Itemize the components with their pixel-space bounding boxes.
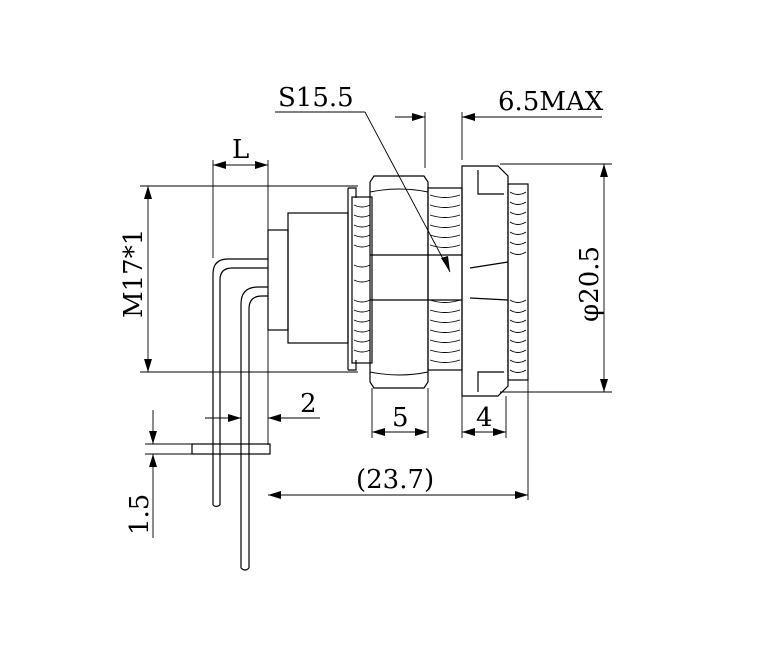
pin-offset-label: 2: [300, 389, 317, 419]
flange-width-label: 4: [476, 403, 493, 433]
total-length-label: (23.7): [356, 465, 434, 495]
mid-thread: [427, 187, 463, 371]
dim-pin-length: L: [212, 135, 269, 258]
pins: [212, 258, 268, 571]
dim-pin-offset: 2: [205, 330, 320, 445]
thickness-label: 1.5: [125, 494, 155, 535]
panel-plate: [191, 443, 271, 455]
thread-label: M17*1: [119, 229, 149, 318]
dim-nut-width: 5: [371, 388, 429, 438]
hex-nut: [369, 175, 429, 389]
front-thread: [507, 183, 529, 381]
rear-body: [267, 187, 357, 371]
diameter-label: φ20.5: [575, 246, 605, 322]
dim-total: (23.7): [268, 380, 529, 500]
spanner-label: S15.5: [278, 83, 354, 113]
dim-thread: M17*1: [119, 185, 358, 373]
nut-width-label: 5: [392, 403, 409, 433]
dim-thickness: 1.5: [125, 410, 192, 538]
dim-spanner: S15.5: [275, 83, 451, 273]
dim-flange-width: 4: [461, 396, 507, 438]
pin-length-label: L: [232, 135, 249, 165]
max-length-label: 6.5MAX: [498, 87, 604, 117]
rear-thread: [351, 196, 373, 364]
dim-max-length: 6.5MAX: [395, 87, 604, 168]
front-flange: [461, 165, 509, 397]
dim-diameter: φ20.5: [500, 163, 612, 393]
